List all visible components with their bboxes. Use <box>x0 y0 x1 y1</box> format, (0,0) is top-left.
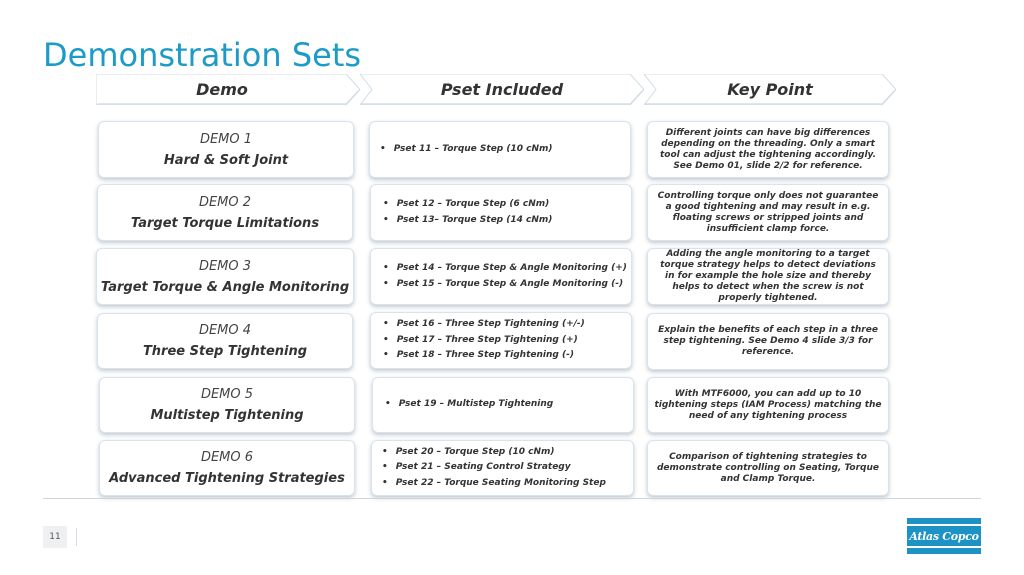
pset-item: Pset 16 – Three Step Tightening (+/-) <box>383 317 631 333</box>
demo-card-4: DEMO 4 Three Step Tightening <box>97 313 353 369</box>
pset-item: Pset 20 – Torque Step (10 cNm) <box>382 445 633 461</box>
atlas-copco-logo: Atlas Copco <box>907 518 981 554</box>
logo-stripe <box>907 524 981 526</box>
key-point-card-3: Adding the angle monitoring to a target … <box>647 248 889 305</box>
demo-name: Target Torque Limitations <box>130 215 320 231</box>
pset-card-2: Pset 12 – Torque Step (6 cNm) Pset 13– T… <box>370 184 632 241</box>
demo-card-3: DEMO 3 Target Torque & Angle Monitoring <box>96 248 354 305</box>
demo-card-2: DEMO 2 Target Torque Limitations <box>97 184 353 241</box>
pset-item: Pset 13– Torque Step (14 cNm) <box>383 213 631 229</box>
page-number-separator <box>76 528 77 546</box>
demo-number: DEMO 4 <box>198 323 252 338</box>
pset-item: Pset 21 – Seating Control Strategy <box>382 460 633 476</box>
logo-text: Atlas Copco <box>909 529 979 543</box>
pset-card-3: Pset 14 – Torque Step & Angle Monitoring… <box>370 248 632 305</box>
column-header-demo-label: Demo <box>196 80 248 99</box>
demo-number: DEMO 2 <box>198 194 252 210</box>
column-header-key-label: Key Point <box>727 80 813 99</box>
footer-divider <box>43 498 981 499</box>
pset-item: Pset 18 – Three Step Tightening (-) <box>383 348 631 364</box>
column-header-demo: Demo <box>96 74 360 105</box>
demo-card-6: DEMO 6 Advanced Tightening Strategies <box>99 440 355 496</box>
pset-card-6: Pset 20 – Torque Step (10 cNm) Pset 21 –… <box>371 440 634 496</box>
pset-item: Pset 12 – Torque Step (6 cNm) <box>383 197 631 213</box>
logo-stripe <box>907 546 981 548</box>
demo-name: Advanced Tightening Strategies <box>109 471 345 486</box>
demo-card-1: DEMO 1 Hard & Soft Joint <box>98 121 354 178</box>
page-title: Demonstration Sets <box>43 36 362 74</box>
demo-name: Target Torque & Angle Monitoring <box>100 279 350 295</box>
pset-item: Pset 15 – Torque Step & Angle Monitoring… <box>383 277 631 293</box>
pset-card-1: Pset 11 – Torque Step (10 cNm) <box>369 121 631 178</box>
pset-item: Pset 17 – Three Step Tightening (+) <box>383 333 631 349</box>
demo-name: Three Step Tightening <box>142 344 308 359</box>
key-point-card-5: With MTF6000, you can add up to 10 tight… <box>647 377 889 433</box>
demo-card-5: DEMO 5 Multistep Tightening <box>99 377 355 433</box>
column-header-pset: Pset Included <box>360 74 644 105</box>
pset-card-4: Pset 16 – Three Step Tightening (+/-) Ps… <box>370 312 632 369</box>
demo-name: Hard & Soft Joint <box>163 152 289 168</box>
demo-number: DEMO 1 <box>199 131 253 147</box>
demo-number: DEMO 3 <box>198 258 252 274</box>
column-header-pset-label: Pset Included <box>440 80 564 99</box>
pset-item: Pset 14 – Torque Step & Angle Monitoring… <box>383 261 631 277</box>
pset-item: Pset 11 – Torque Step (10 cNm) <box>380 142 630 158</box>
column-header-key: Key Point <box>644 74 896 105</box>
pset-item: Pset 19 – Multistep Tightening <box>385 397 633 413</box>
key-point-card-2: Controlling torque only does not guarant… <box>647 184 889 241</box>
key-point-card-4: Explain the benefits of each step in a t… <box>647 313 889 370</box>
demo-name: Multistep Tightening <box>150 408 304 423</box>
key-point-card-6: Comparison of tightening strategies to d… <box>647 440 889 496</box>
demo-number: DEMO 5 <box>200 387 254 402</box>
key-point-card-1: Different joints can have big difference… <box>647 121 889 178</box>
pset-card-5: Pset 19 – Multistep Tightening <box>372 377 634 433</box>
demo-number: DEMO 6 <box>200 450 254 465</box>
pset-item: Pset 22 – Torque Seating Monitoring Step <box>382 476 633 492</box>
page-number: 11 <box>43 526 67 548</box>
